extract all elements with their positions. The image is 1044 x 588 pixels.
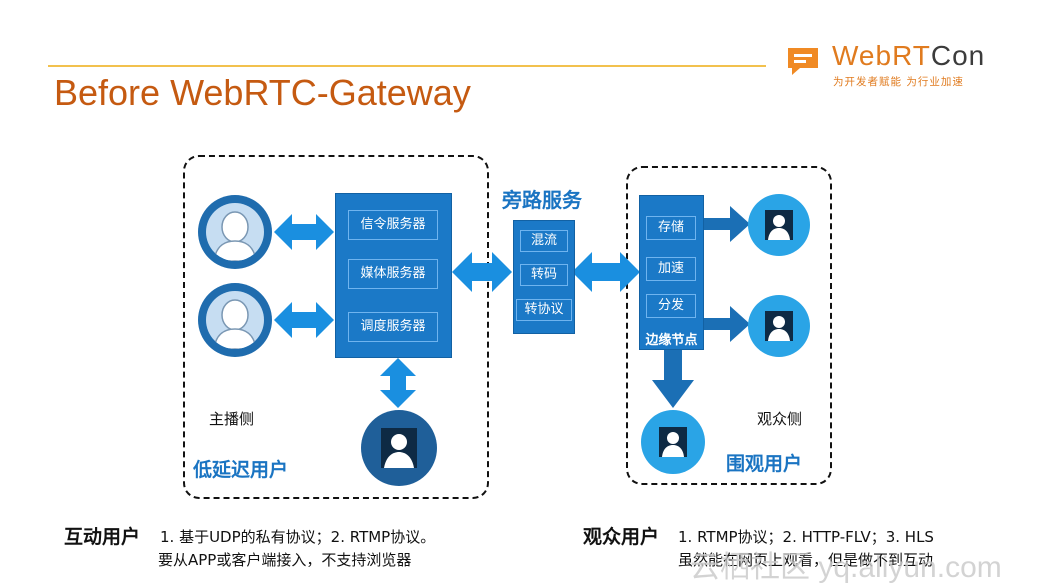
female-user-icon (213, 299, 257, 349)
arrow-edge-viewer1 (703, 206, 750, 242)
broadcaster-avatar-2 (198, 283, 272, 357)
broadcaster-group-border (183, 155, 489, 499)
interactive-users-note-2: 要从APP或客户端接入，不支持浏览器 (158, 551, 412, 569)
edge-node-panel: 存储 加速 分发 边缘节点 (639, 195, 704, 350)
audience-group-border (626, 166, 832, 485)
interactive-users-heading: 互动用户 (64, 526, 141, 548)
arrow-edge-viewer3 (652, 348, 694, 408)
broadcaster-side-label: 主播侧 (209, 410, 255, 428)
audience-users-heading: 观众用户 (583, 526, 660, 548)
arrow-servers-bypass (452, 252, 512, 292)
user-icon (659, 427, 687, 457)
watermark: 云栖社区 yq.aliyun.com (690, 551, 1002, 584)
edge-distribution: 分发 (646, 294, 696, 318)
bypass-service-label: 旁路服务 (502, 188, 582, 212)
bypass-protocol: 转协议 (516, 299, 572, 321)
edge-acceleration: 加速 (646, 257, 696, 281)
interactive-user-avatar (361, 410, 437, 486)
logo-chat-icon (788, 48, 818, 75)
arrow-host1-servers (274, 214, 334, 250)
edge-node-label: 边缘节点 (645, 333, 698, 348)
arrow-edge-viewer2 (703, 306, 750, 342)
signaling-server: 信令服务器 (348, 210, 438, 240)
audience-users-note-2: 虽然能在网页上观看，但是做不到互动 (678, 551, 934, 569)
user-icon (765, 210, 793, 240)
title-rule (48, 65, 766, 67)
viewer-avatar-1 (748, 194, 810, 256)
bypass-mix: 混流 (520, 230, 568, 252)
broadcaster-avatar-1 (198, 195, 272, 269)
logo-wordmark: WebRTCon (832, 40, 985, 72)
viewer-avatar-3 (641, 410, 705, 474)
bypass-panel: 混流 转码 转协议 (513, 220, 575, 334)
bypass-transcode: 转码 (520, 264, 568, 286)
arrow-host2-servers (274, 302, 334, 338)
user-icon (765, 311, 793, 341)
server-panel: 信令服务器 媒体服务器 调度服务器 (335, 193, 452, 358)
audience-side-label: 观众侧 (757, 410, 803, 428)
female-user-icon (213, 211, 257, 261)
low-latency-users-label: 低延迟用户 (193, 459, 289, 481)
spectator-users-label: 围观用户 (726, 453, 803, 475)
audience-users-note-1: 1. RTMP协议；2. HTTP-FLV；3. HLS (678, 528, 934, 546)
logo-subtitle: 为开发者赋能 为行业加速 (833, 76, 964, 88)
interactive-users-note-1: 1. 基于UDP的私有协议；2. RTMP协议。 (160, 528, 436, 546)
user-icon (381, 428, 417, 468)
media-server: 媒体服务器 (348, 259, 438, 289)
scheduling-server: 调度服务器 (348, 312, 438, 342)
arrow-servers-user (380, 358, 416, 408)
logo-wordmark-orange: WebRT (832, 40, 931, 71)
edge-storage: 存储 (646, 216, 696, 240)
slide-title: Before WebRTC-Gateway (54, 72, 471, 113)
viewer-avatar-2 (748, 295, 810, 357)
logo-wordmark-dark: Con (930, 40, 986, 71)
arrow-bypass-edge (572, 252, 640, 292)
